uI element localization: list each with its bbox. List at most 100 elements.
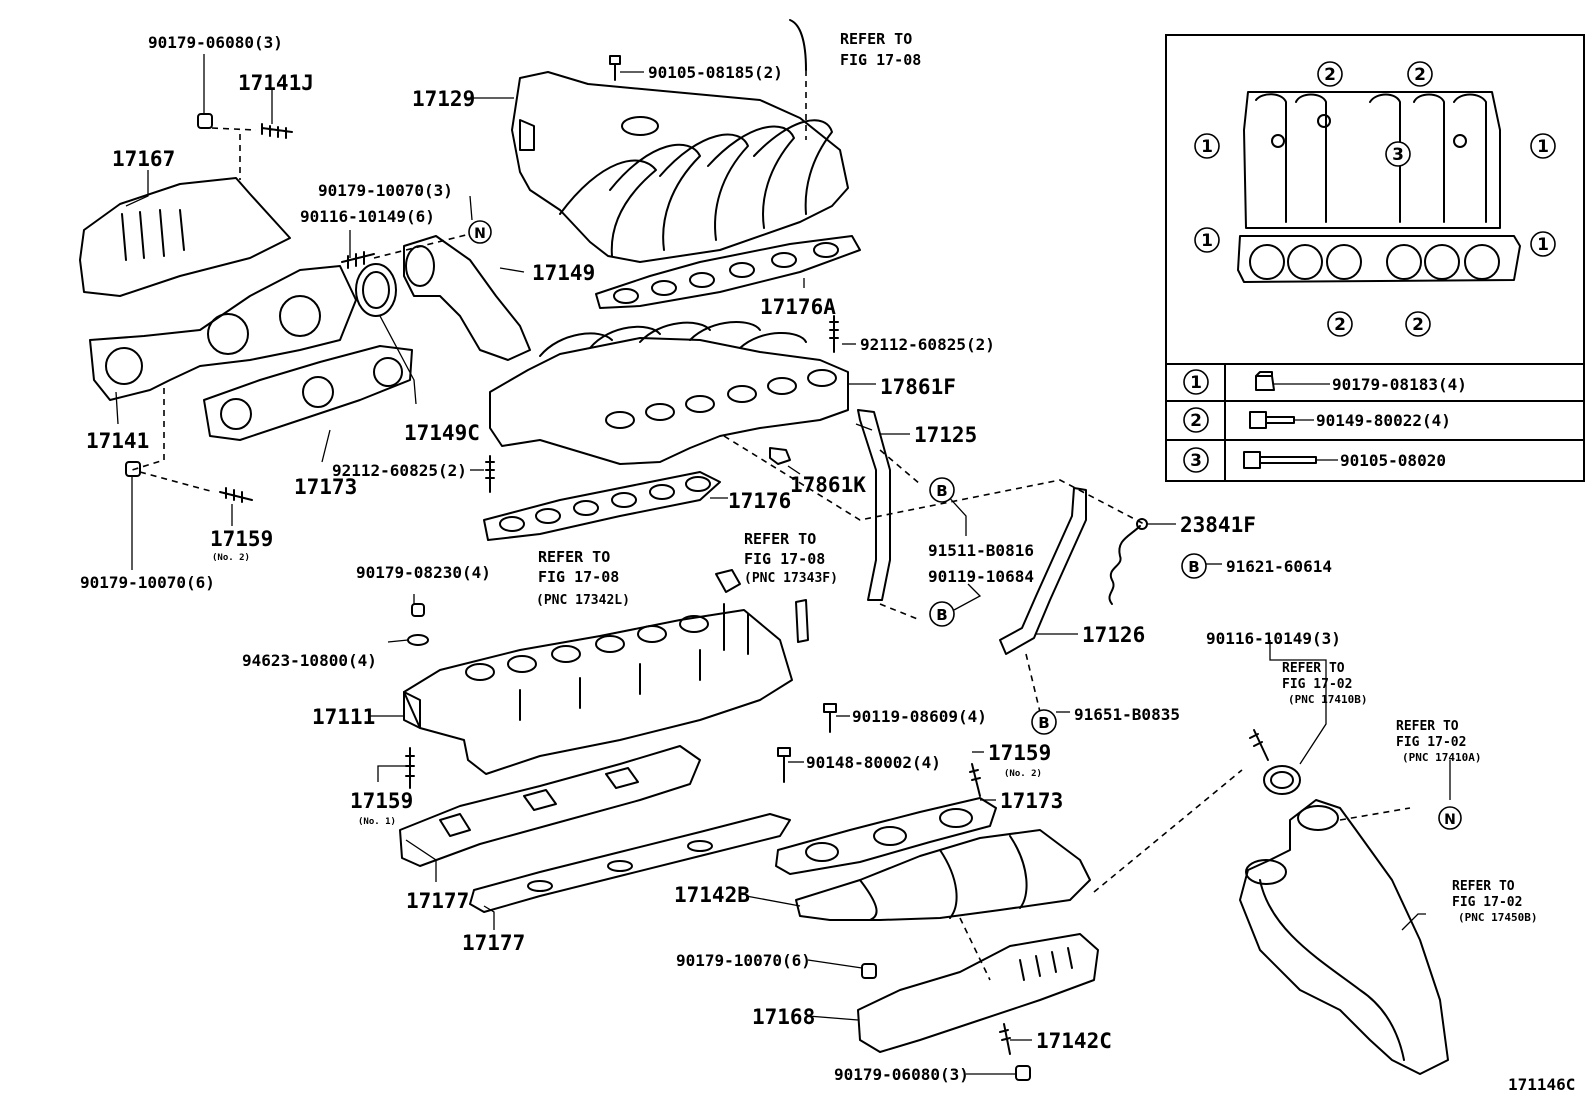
svg-text:B: B [936,606,947,624]
gasket-17177-upper [399,745,701,867]
part-number-label: 17167 [112,147,175,171]
hose-icon [789,19,807,71]
part-number-label: 90116-10149(6) [300,207,435,226]
part-number-label: 92112-60825(2) [860,335,995,354]
inset-marker-1: 1 [1530,133,1556,159]
part-sub-label: (No. 2) [212,553,250,563]
gasket-17177-lower [469,813,791,913]
svg-text:3: 3 [1392,145,1404,165]
part-number-label: 90179-06080(3) [834,1065,969,1084]
part-number-label: 17173 [1000,789,1063,813]
part-number-label: 17142C [1036,1029,1112,1053]
inset-marker-1: 1 [1194,227,1220,253]
exhaust-manifold-17142B [795,829,1091,921]
badge-n: N [468,220,492,244]
hose-icon [715,569,741,593]
svg-text:2: 2 [1412,315,1424,335]
nut-icon [1015,1065,1031,1081]
svg-text:90149-80022(4): 90149-80022(4) [1316,411,1451,430]
refer-note: REFER TO FIG 17-02 (PNC 17410B) [1282,661,1367,706]
refer-note: REFER TO FIG 17-02 (PNC 17450B) [1452,879,1537,924]
part-number-label: 17125 [914,423,977,447]
svg-text:N: N [474,226,486,242]
inset-marker-2: 2 [1407,61,1433,87]
part-labels: 90179-06080(3) 17141J 17167 90179-10070(… [80,33,1575,1094]
part-number-label: 17111 [312,705,375,729]
legend-row-2: 2 90149-80022(4) [1183,407,1451,433]
bolt-icon [609,55,621,81]
intake-runner-17861F [489,321,849,465]
badge-b: B [929,601,955,627]
part-number-label: 94623-10800(4) [242,651,377,670]
exhaust-manifold-17141 [89,265,357,401]
part-number-label: 17177 [406,889,469,913]
part-number-label: 17176 [728,489,791,513]
inset-marker-2: 2 [1317,61,1343,87]
torque-sequence-inset: 2 2 3 1 1 1 1 2 2 1 90179-08183(4) 2 901… [1165,34,1585,482]
part-number-label: 17159 [350,789,413,813]
svg-text:B: B [1188,558,1199,576]
svg-text:1: 1 [1190,373,1202,393]
washer-icon [407,634,429,646]
badge-b: B [1181,553,1207,579]
svg-text:90105-08020: 90105-08020 [1340,451,1446,470]
inset-marker-1: 1 [1530,231,1556,257]
part-number-label: 17129 [412,87,475,111]
stud-icon [999,1023,1011,1055]
svg-text:B: B [1038,714,1049,732]
inset-marker-2: 2 [1405,311,1431,337]
part-sub-label: (No. 2) [1004,769,1042,779]
gasket-17176A [595,235,861,309]
bolt-icon [777,747,791,783]
bracket-17126 [999,487,1087,655]
part-number-label: 91651-B0835 [1074,705,1180,724]
bolt-icon [823,703,837,733]
part-number-label: 90179-06080(3) [148,33,283,52]
front-pipe-assembly [1239,765,1449,1075]
part-number-label: 17126 [1082,623,1145,647]
stud-icon [219,487,253,503]
refer-note: REFER TO FIG 17-08 (PNC 17342L) [536,548,630,608]
gasket-ring-17149C [355,263,397,317]
svg-text:2: 2 [1324,65,1336,85]
refer-note: REFER TO FIG 17-02 (PNC 17410A) [1396,719,1481,764]
svg-text:2: 2 [1334,315,1346,335]
inset-marker-2: 2 [1327,311,1353,337]
part-number-label: 17141J [238,71,314,95]
heat-shield-17168 [857,933,1099,1053]
part-number-label: 17142B [674,883,750,907]
svg-text:2: 2 [1414,65,1426,85]
upper-plenum-17129 [511,71,849,263]
part-number-label: 90179-10070(6) [676,951,811,970]
part-number-label: 17173 [294,475,357,499]
nut-icon [411,603,425,617]
part-number-label: 17861K [790,473,866,497]
part-number-label: 17168 [752,1005,815,1029]
inset-manifold-drawing [1237,91,1521,283]
refer-notes: REFER TO FIG 17-08 REFER TO FIG 17-08 (P… [536,30,1537,924]
badge-b: B [1031,709,1057,735]
nut-icon [861,963,877,979]
svg-text:2: 2 [1190,411,1202,431]
part-number-label: 91621-60614 [1226,557,1332,576]
nut-icon [197,113,213,129]
part-number-label: 90105-08185(2) [648,63,783,82]
legend-row-3: 3 90105-08020 [1183,447,1446,473]
leader-lines [115,54,1451,1075]
stud-icon [261,123,293,139]
part-number-label: 90179-10070(3) [318,181,453,200]
hardware-items [125,19,1269,1081]
part-number-label: 17141 [86,429,149,453]
bracket-17125 [857,409,891,601]
part-number-label: 90119-08609(4) [852,707,987,726]
svg-text:1: 1 [1201,137,1213,157]
exhaust-pipe-17149 [403,235,531,361]
part-number-label: 90119-10684 [928,567,1034,586]
stud-icon [1249,729,1269,761]
svg-text:1: 1 [1537,235,1549,255]
svg-text:1: 1 [1537,137,1549,157]
gasket-17173-left [203,345,413,441]
nut-icon [1255,371,1275,391]
